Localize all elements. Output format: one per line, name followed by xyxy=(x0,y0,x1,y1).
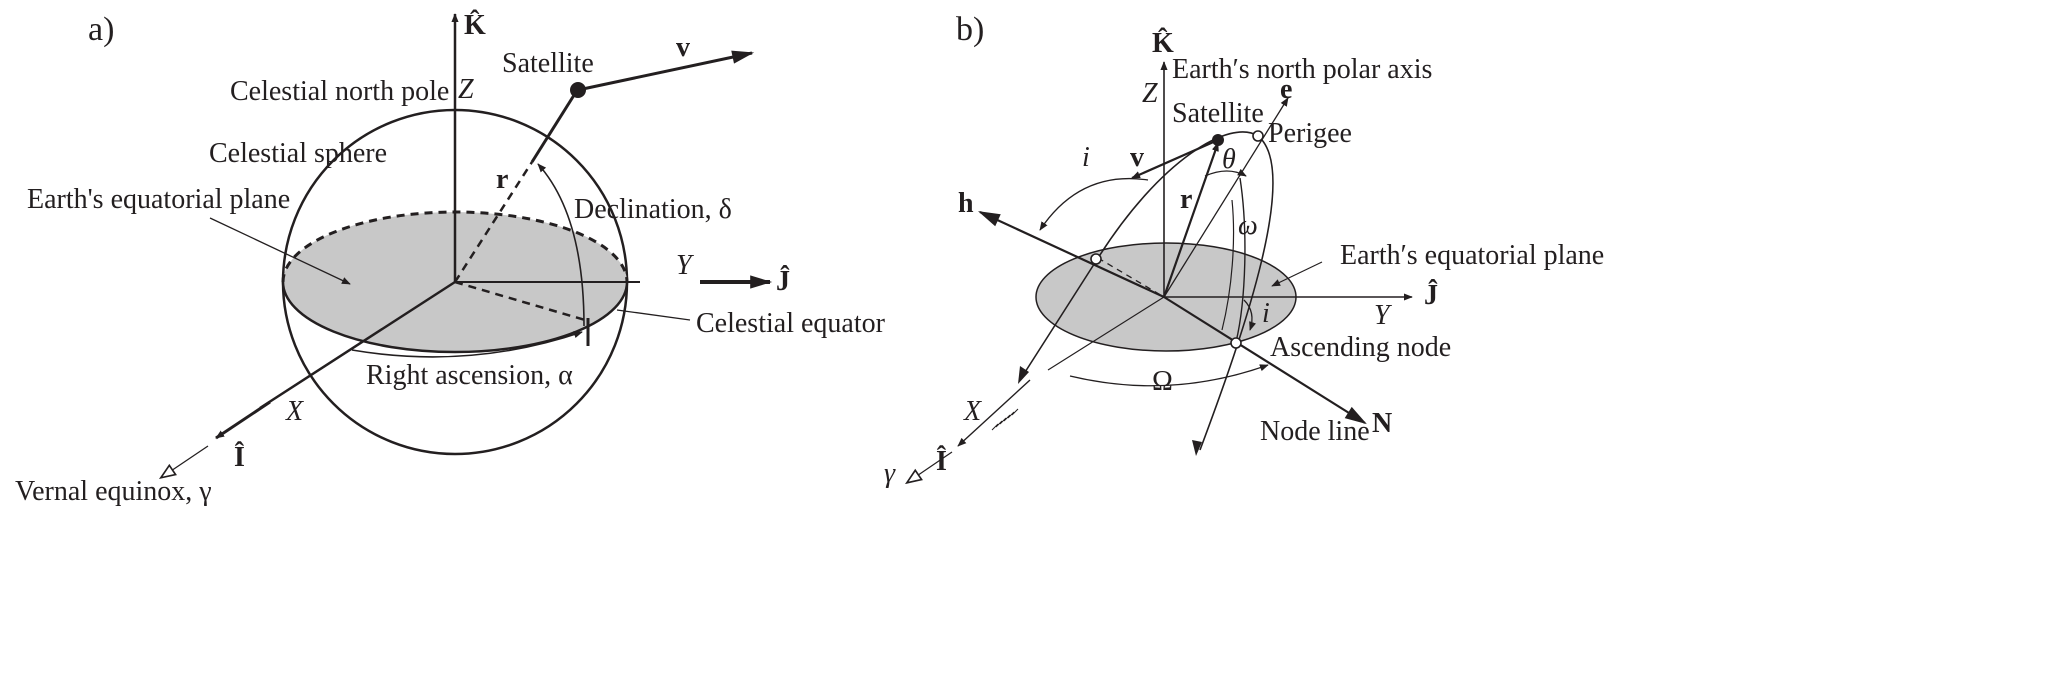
n-label: N xyxy=(1372,408,1392,439)
r-vector-b xyxy=(1162,142,1220,298)
r-label-b: r xyxy=(1180,184,1192,215)
k-hat-label-b: K̂ xyxy=(1152,28,1174,59)
r-vector-solid-a xyxy=(530,91,578,163)
i-upper-label: i xyxy=(1082,142,1090,173)
i-hat-label-b: Î xyxy=(936,446,947,477)
equatorial-plane-label-a: Earth's equatorial plane xyxy=(27,184,290,215)
celestial-equator-label: Celestial equator xyxy=(696,308,886,339)
v-label-a: v xyxy=(676,32,690,63)
right-ascension-arc xyxy=(351,331,583,358)
node-line-label: Node line xyxy=(1260,416,1370,447)
celestial-north-pole-label: Celestial north pole xyxy=(230,76,449,107)
hatch-marks-b xyxy=(991,408,1019,431)
v-vector-a xyxy=(577,50,755,92)
vernal-equinox-label: Vernal equinox, γ xyxy=(15,476,212,507)
inner-arc xyxy=(1221,199,1235,331)
h-label: h xyxy=(958,188,974,219)
satellite-dot-a xyxy=(570,82,586,98)
perigee-label: Perigee xyxy=(1268,118,1352,149)
panel-b: b) K̂ Earth′s north polar axis e Z Satel… xyxy=(884,11,1604,489)
panel-a-tag: a) xyxy=(88,11,114,48)
ascending-node-label: Ascending node xyxy=(1270,332,1451,363)
ascending-node-point xyxy=(1230,337,1242,349)
j-hat-label-b: Ĵ xyxy=(1424,280,1438,311)
big-omega-label: Ω xyxy=(1152,366,1173,397)
big-omega-arc xyxy=(1069,364,1269,387)
i-lower-label: i xyxy=(1262,298,1270,329)
i-arc-lower xyxy=(1243,299,1256,331)
x-axis-a xyxy=(259,280,456,410)
i-hat-label-a: Î xyxy=(234,442,245,473)
declination-arc xyxy=(537,163,585,327)
orbit-arrow-left xyxy=(1018,366,1029,384)
panel-b-tag: b) xyxy=(956,11,984,48)
r-vector-dashed-a xyxy=(453,161,534,283)
e-vector xyxy=(1163,97,1289,298)
node-line xyxy=(1163,296,1367,425)
e-label: e xyxy=(1280,74,1292,105)
descending-node-point xyxy=(1090,253,1102,265)
y-label-b: Y xyxy=(1374,300,1393,331)
r-label-a: r xyxy=(496,164,508,195)
x-axis-b xyxy=(1047,296,1165,371)
satellite-dot-b xyxy=(1212,134,1224,146)
equatorial-plane-leader-b xyxy=(1271,261,1323,287)
theta-arc xyxy=(1204,168,1247,177)
x-label-a: X xyxy=(285,396,304,427)
j-hat-label-a: Ĵ xyxy=(776,266,790,297)
perigee-point xyxy=(1252,130,1264,142)
x-axis-b-outer xyxy=(957,379,1031,447)
omega-label: ω xyxy=(1238,210,1258,241)
polar-axis-label: Earth′s north polar axis xyxy=(1172,54,1432,85)
k-hat-label-a: K̂ xyxy=(464,10,486,41)
equatorial-plane-label-b: Earth′s equatorial plane xyxy=(1340,240,1604,271)
theta-label: θ xyxy=(1222,144,1236,175)
h-vector xyxy=(978,211,1165,298)
projection-dashed-a xyxy=(454,280,586,322)
i-arc-upper xyxy=(1039,177,1149,231)
z-label-a: Z xyxy=(458,74,474,105)
v-label-b: v xyxy=(1130,142,1144,173)
celestial-equator-leader xyxy=(616,309,691,321)
perigee-arc xyxy=(1235,177,1246,343)
y-label-a: Y xyxy=(676,250,695,281)
right-ascension-label: Right ascension, α xyxy=(366,360,573,391)
equatorial-plane-leader-a xyxy=(209,217,351,285)
i-hat-arrow-a xyxy=(215,400,271,440)
satellite-label-b: Satellite xyxy=(1172,98,1264,129)
equatorial-plane-front-edge xyxy=(281,281,629,354)
panel-a: a) K̂ Z Satellite v Celestial north pole… xyxy=(15,10,886,507)
x-label-b: X xyxy=(963,396,982,427)
celestial-sphere-label: Celestial sphere xyxy=(209,138,387,169)
orbit-arrow-bottom xyxy=(1192,440,1202,456)
v-vector-b xyxy=(1131,138,1219,180)
orbit-back-dashed xyxy=(1097,257,1165,298)
declination-label: Declination, δ xyxy=(574,194,732,225)
gamma-label-b: γ xyxy=(884,458,896,489)
vernal-equinox-line-a xyxy=(162,445,209,477)
satellite-label-a: Satellite xyxy=(502,48,594,79)
gamma-line-b xyxy=(908,451,953,482)
z-label-b: Z xyxy=(1142,78,1158,109)
